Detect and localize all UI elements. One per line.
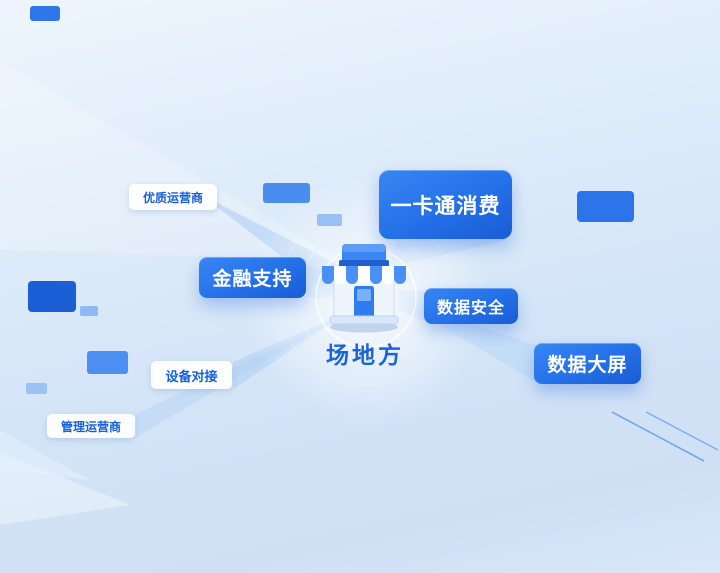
decor-rect [263, 183, 310, 203]
node-premium-operator: 优质运营商 [129, 184, 217, 210]
node-label: 数据大屏 [547, 355, 628, 376]
node-label: 管理运营商 [60, 419, 121, 434]
decor-rect [26, 383, 47, 394]
node-management-operator: 管理运营商 [47, 414, 135, 438]
decor-rect [28, 281, 76, 312]
decor-rect [80, 306, 98, 316]
node-label: 数据安全 [436, 300, 505, 317]
store-icon-graphic [322, 244, 406, 333]
decor-rect [87, 351, 128, 374]
node-financial-support: 金融支持 [199, 257, 306, 298]
store-awning [322, 266, 406, 284]
node-label: 一卡通消费 [390, 194, 501, 218]
decor-rect [577, 191, 634, 222]
node-card-consumption: 一卡通消费 [379, 170, 512, 239]
store-icon [322, 242, 406, 334]
node-label: 金融支持 [212, 269, 293, 290]
diagonal-lines [611, 411, 719, 462]
node-label: 优质运营商 [142, 190, 203, 205]
decor-rect [30, 6, 60, 21]
node-data-screen: 数据大屏 [534, 343, 641, 384]
node-label: 设备对接 [165, 368, 218, 384]
decor-rect [317, 214, 342, 226]
center-label: 场地方 [326, 342, 404, 368]
node-data-security: 数据安全 [424, 288, 518, 324]
node-device-connection: 设备对接 [151, 361, 232, 389]
